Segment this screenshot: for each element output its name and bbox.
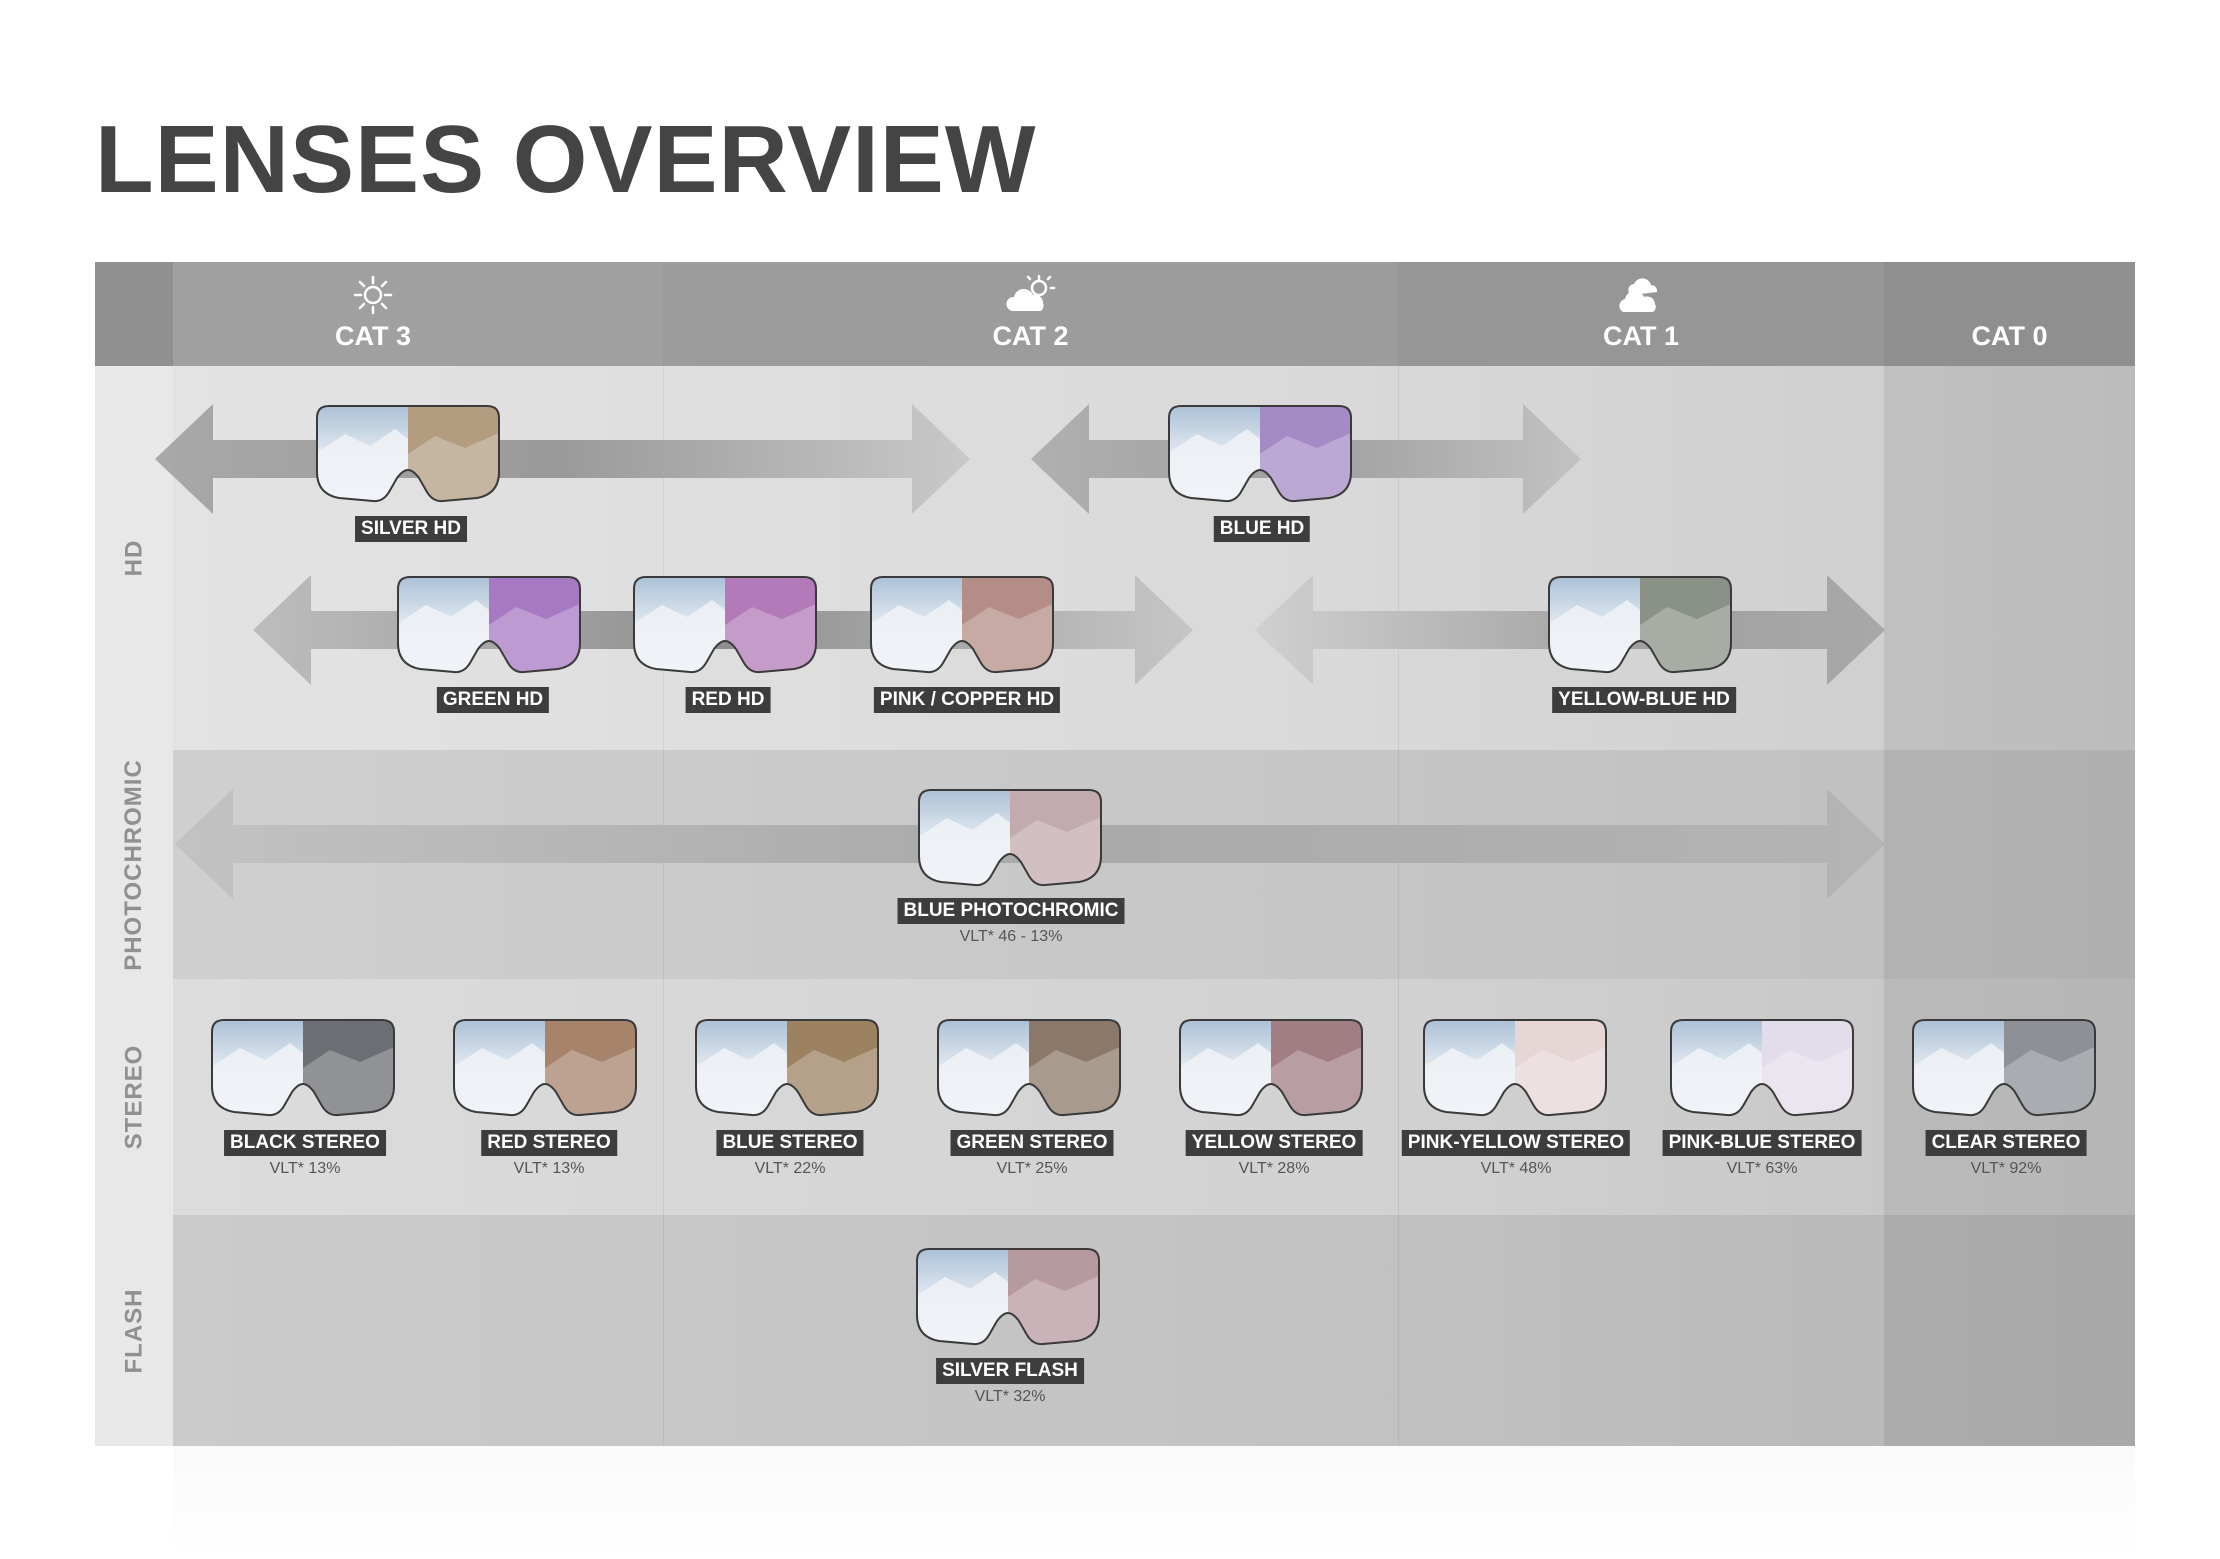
goggle-lens-blue-photochromic [918,789,1102,887]
lens-name-clear-stereo: CLEAR STEREO [1925,1130,2087,1156]
footer-band [173,1446,2135,1559]
lens-name-pink-copper-hd: PINK / COPPER HD [873,687,1061,713]
goggle-lens-pink-copper-hd [870,576,1054,674]
lens-vlt-green-stereo: VLT* 25% [996,1160,1068,1177]
lens-name-blue-stereo: BLUE STEREO [716,1130,864,1156]
lens-vlt-pink-yellow-stereo: VLT* 48% [1480,1160,1552,1177]
column-divider [1398,366,1399,1446]
flash-row-bg [173,1215,2135,1446]
cat0-column-shade [1884,366,2135,1446]
goggle-lens-blue-stereo [695,1019,879,1117]
lens-name-blue-photochromic: BLUE PHOTOCHROMIC [897,898,1125,924]
lens-name-black-stereo: BLACK STEREO [224,1130,386,1156]
row-label-column [95,366,173,1446]
moon-icon [2007,283,2021,309]
goggle-lens-blue-hd [1168,405,1352,503]
column-header-label: CAT 3 [334,321,411,351]
lens-name-pink-blue-stereo: PINK-BLUE STEREO [1662,1130,1862,1156]
lens-name-pink-yellow-stereo: PINK-YELLOW STEREO [1401,1130,1631,1156]
lens-name-red-hd: RED HD [685,687,771,713]
lens-vlt-blue-stereo: VLT* 22% [754,1160,826,1177]
cloud-icon [1619,278,1658,312]
header-band-cat0 [1884,262,2135,366]
goggle-lens-green-hd [397,576,581,674]
column-header-label: CAT 2 [992,321,1069,351]
lenses-chart: CAT 3 CAT 2 CAT 1 CAT 0 HD PHOTOCHROMIC … [95,262,2135,1446]
lens-name-silver-flash: SILVER FLASH [936,1358,1084,1384]
column-header-cat3: CAT 3 [173,262,573,366]
column-header-cat1: CAT 1 [1398,262,1884,366]
goggle-lens-red-hd [633,576,817,674]
lens-vlt-black-stereo: VLT* 13% [269,1160,341,1177]
column-divider [663,366,664,1446]
row-label-photochromic: PHOTOCHROMIC [120,758,147,971]
lens-vlt-silver-flash: VLT* 32% [974,1388,1046,1405]
goggle-lens-silver-hd [316,405,500,503]
lens-name-yellow-stereo: YELLOW STEREO [1185,1130,1363,1156]
goggle-lens-pink-yellow-stereo [1423,1019,1607,1117]
goggle-lens-yellow-stereo [1179,1019,1363,1117]
lens-name-silver-hd: SILVER HD [355,516,467,542]
header-band-labels [95,262,173,366]
lens-vlt-yellow-stereo: VLT* 28% [1238,1160,1310,1177]
goggle-lens-pink-blue-stereo [1670,1019,1854,1117]
column-header-label: CAT 0 [1971,321,2048,351]
range-arrow-silver-hd [155,404,970,514]
sun-icon [353,275,393,315]
page-title: LENSES OVERVIEW [95,106,1037,213]
column-header-cat2: CAT 2 [663,262,1398,366]
column-header-label: CAT 1 [1602,321,1679,351]
lens-vlt-blue-photochromic: VLT* 46 - 13% [959,928,1063,945]
column-header-cat0: CAT 0 [1884,262,2135,366]
lens-vlt-clear-stereo: VLT* 92% [1970,1160,2042,1177]
header-band-cat3 [173,262,663,366]
lens-name-yellow-blue-hd: YELLOW-BLUE HD [1552,687,1736,713]
lens-name-green-stereo: GREEN STEREO [950,1130,1114,1156]
lens-name-green-hd: GREEN HD [436,687,550,713]
row-label-stereo: STEREO [120,1044,147,1150]
goggle-lens-red-stereo [453,1019,637,1117]
sun-cloud-icon [1005,275,1055,311]
photochromic-row-bg [173,750,2135,979]
lens-vlt-pink-blue-stereo: VLT* 63% [1726,1160,1798,1177]
lens-vlt-red-stereo: VLT* 13% [513,1160,585,1177]
goggle-lens-clear-stereo [1912,1019,2096,1117]
lens-name-blue-hd: BLUE HD [1213,516,1311,542]
goggle-lens-silver-flash [916,1248,1100,1346]
goggle-lens-green-stereo [937,1019,1121,1117]
row-label-flash: FLASH [120,1288,147,1373]
goggle-lens-yellow-blue-hd [1548,576,1732,674]
goggle-lens-black-stereo [211,1019,395,1117]
lens-name-red-stereo: RED STEREO [481,1130,617,1156]
